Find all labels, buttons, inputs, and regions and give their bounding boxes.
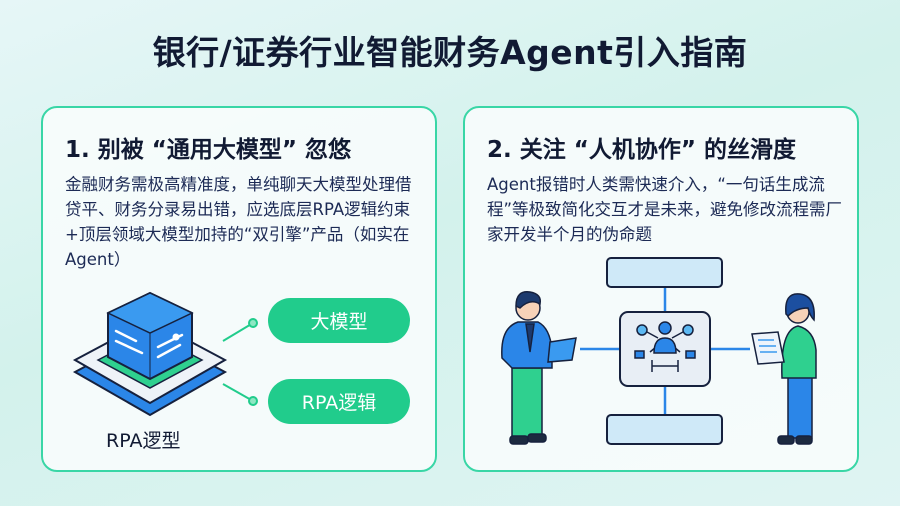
card-body: Agent报错时人类需快速介入，“一句话生成流程”等极致简化交互才是未来，避免修…: [487, 175, 843, 244]
card-heading: 1. 别被 “通用大模型” 忽悠: [65, 137, 351, 163]
connector-lines: [222, 318, 258, 406]
rpa-cube-icon: [72, 291, 228, 417]
collaboration-diagram: [501, 257, 817, 445]
man-with-laptop-icon: [501, 291, 577, 445]
page-title: 银行/证券行业智能财务Agent引入指南: [152, 33, 748, 72]
card-general-llm: 1. 别被 “通用大模型” 忽悠 金融财务需极高精准度，单纯聊天大模型处理借贷平…: [41, 106, 437, 472]
cube-label: RPA逻型: [106, 430, 181, 452]
card-heading: 2. 关注 “人机协作” 的丝滑度: [487, 137, 796, 163]
pill-llm: 大模型: [268, 298, 410, 343]
pill-rpa-logic: RPA逻辑: [268, 379, 410, 424]
card-body: 金融财务需极高精准度，单纯聊天大模型处理借贷平、财务分录易出错，应选底层RPA逻…: [65, 175, 412, 269]
top-box: [606, 257, 723, 288]
network-person-icon: [634, 321, 696, 372]
woman-with-document-icon: [751, 293, 817, 445]
bottom-box: [606, 414, 723, 445]
